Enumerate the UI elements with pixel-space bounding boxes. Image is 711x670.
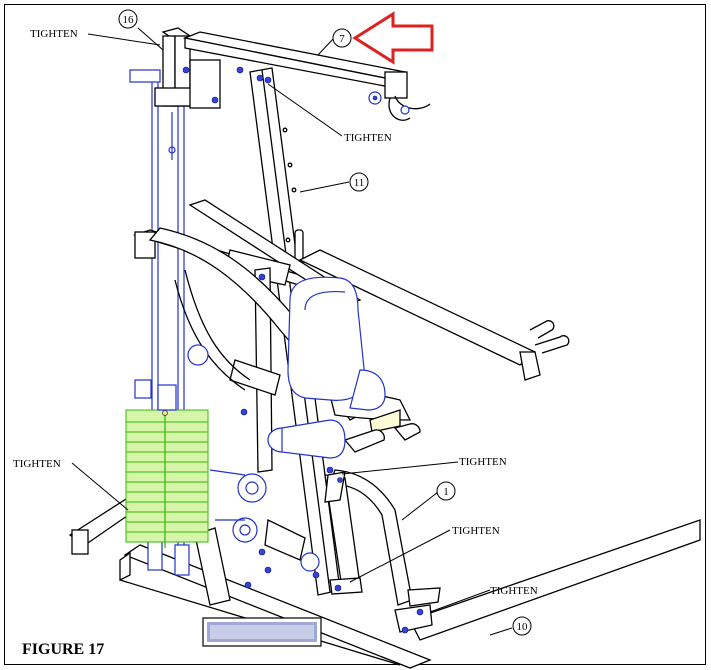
tighten-label-right-mid: TIGHTEN <box>452 525 500 537</box>
upright-post-16 <box>154 27 221 160</box>
callout-10-text: 10 <box>517 621 529 633</box>
callout-1-text: 1 <box>443 486 449 498</box>
guide-rods <box>129 60 190 576</box>
bolts <box>162 66 424 634</box>
tighten-label-left: TIGHTEN <box>13 458 61 470</box>
figure-frame <box>4 4 706 665</box>
press-arm <box>148 227 570 453</box>
front-leg-1 <box>324 469 441 633</box>
callout-1: 1 <box>436 481 456 501</box>
top-boom-7 <box>182 31 431 121</box>
tighten-label-right-lower: TIGHTEN <box>490 585 538 597</box>
weight-stack <box>125 379 209 548</box>
tighten-label-right-upper: TIGHTEN <box>459 456 507 468</box>
callout-7-text: 7 <box>339 33 345 45</box>
pulleys <box>187 344 320 572</box>
tighten-label-top-mid: TIGHTEN <box>344 132 392 144</box>
label-patch <box>202 617 322 647</box>
figure-label: FIGURE 17 <box>22 641 104 658</box>
red-arrow-icon <box>352 11 434 65</box>
callout-10: 10 <box>512 616 532 636</box>
back-pad <box>267 276 386 459</box>
callout-7: 7 <box>332 28 352 48</box>
tighten-label-top-left: TIGHTEN <box>30 28 78 40</box>
callout-16: 16 <box>118 9 138 29</box>
callout-16-text: 16 <box>123 14 135 26</box>
leader-lines <box>71 27 513 636</box>
callout-11: 11 <box>349 172 369 192</box>
callout-11-text: 11 <box>354 177 365 189</box>
